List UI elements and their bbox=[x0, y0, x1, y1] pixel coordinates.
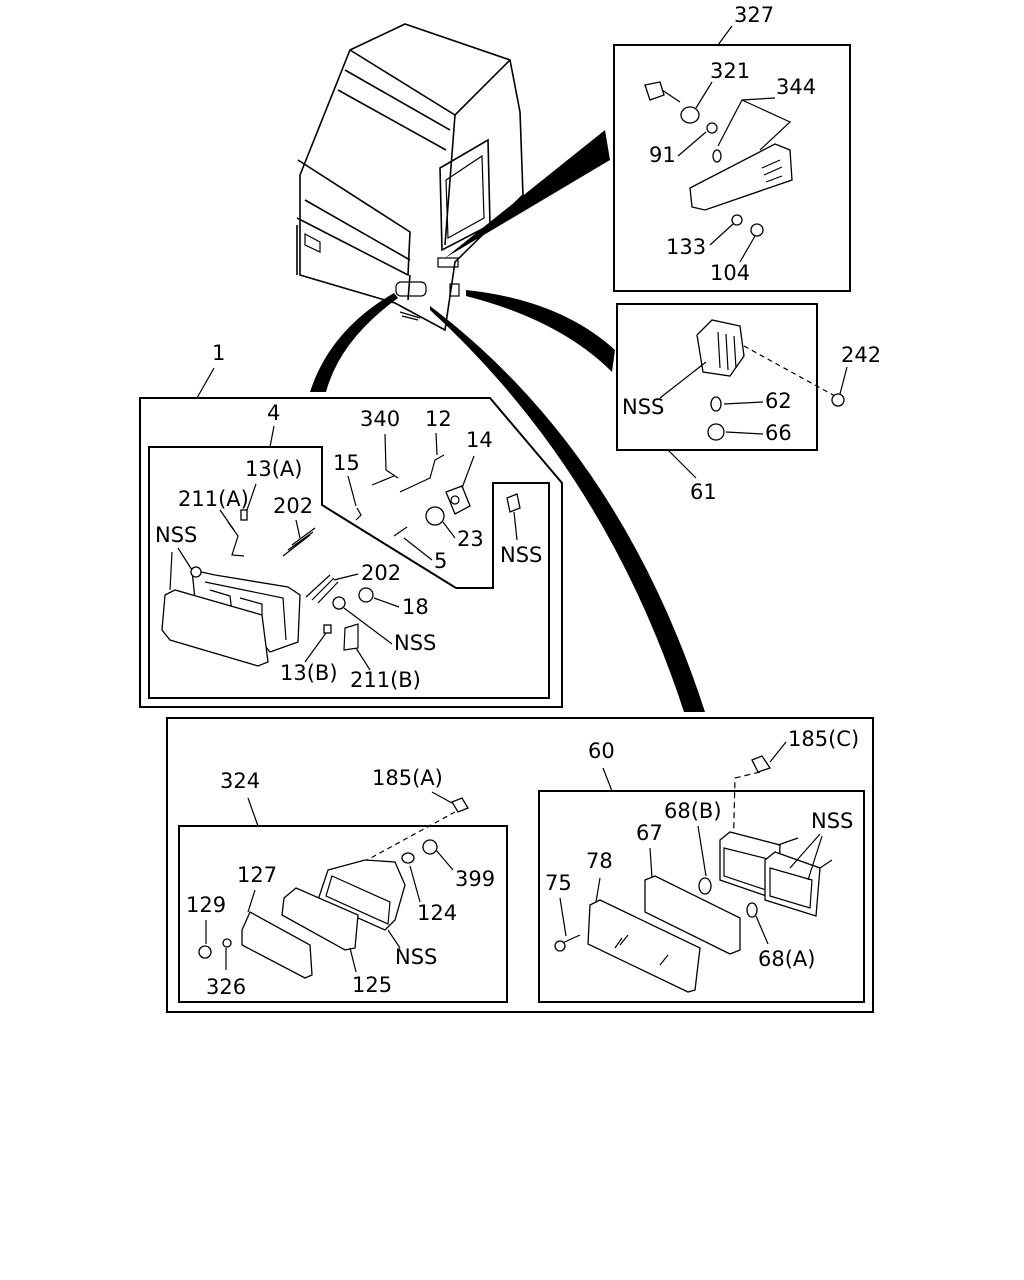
label-nss-marker: NSS bbox=[622, 395, 664, 419]
box-61-marker-lamp: 242 NSS 62 66 61 bbox=[616, 303, 881, 504]
label-23: 23 bbox=[457, 527, 484, 551]
label-5: 5 bbox=[434, 549, 447, 573]
label-324: 324 bbox=[220, 769, 260, 793]
leader-swoosh-61 bbox=[466, 290, 615, 372]
label-15: 15 bbox=[333, 451, 360, 475]
label-91: 91 bbox=[649, 143, 676, 167]
label-399: 399 bbox=[455, 867, 495, 891]
label-nss-nut: NSS bbox=[394, 631, 436, 655]
label-327: 327 bbox=[734, 3, 774, 27]
box-1-headlamp: 1 4 340 12 14 15 13(A) bbox=[139, 341, 563, 708]
label-13a: 13(A) bbox=[245, 457, 302, 481]
label-62: 62 bbox=[765, 389, 792, 413]
label-14: 14 bbox=[466, 428, 493, 452]
label-321: 321 bbox=[710, 59, 750, 83]
label-66: 66 bbox=[765, 421, 792, 445]
label-78: 78 bbox=[586, 849, 613, 873]
label-18: 18 bbox=[402, 595, 429, 619]
label-67: 67 bbox=[636, 821, 663, 845]
label-60: 60 bbox=[588, 739, 615, 763]
label-104: 104 bbox=[710, 261, 750, 285]
leader-swoosh-1 bbox=[310, 293, 398, 392]
label-340: 340 bbox=[360, 407, 400, 431]
box-327-side-marker: 327 321 344 91 133 104 bbox=[613, 3, 851, 292]
box-lower-fog-turn: 324 185(A) 127 129 399 124 NSS 326 125 6… bbox=[166, 717, 874, 1013]
label-127: 127 bbox=[237, 863, 277, 887]
label-1: 1 bbox=[212, 341, 225, 365]
label-202b: 202 bbox=[361, 561, 401, 585]
label-4: 4 bbox=[267, 401, 280, 425]
label-68b: 68(B) bbox=[664, 799, 722, 823]
label-nss-lamp: NSS bbox=[155, 523, 197, 547]
label-125: 125 bbox=[352, 973, 392, 997]
label-12: 12 bbox=[425, 407, 452, 431]
label-242: 242 bbox=[841, 343, 881, 367]
label-129: 129 bbox=[186, 893, 226, 917]
label-61: 61 bbox=[690, 480, 717, 504]
label-202a: 202 bbox=[273, 494, 313, 518]
label-185c: 185(C) bbox=[788, 727, 859, 751]
label-211b: 211(B) bbox=[350, 668, 421, 692]
label-75: 75 bbox=[545, 871, 572, 895]
leader-swoosh-327 bbox=[445, 130, 610, 258]
label-185a: 185(A) bbox=[372, 766, 443, 790]
label-68a: 68(A) bbox=[758, 947, 815, 971]
label-211a: 211(A) bbox=[178, 487, 249, 511]
truck-cab-illustration bbox=[296, 23, 524, 332]
label-nss-bulb: NSS bbox=[500, 543, 542, 567]
label-344: 344 bbox=[776, 75, 816, 99]
label-nss-turn: NSS bbox=[811, 809, 853, 833]
label-nss-fog: NSS bbox=[395, 945, 437, 969]
label-124: 124 bbox=[417, 901, 457, 925]
label-13b: 13(B) bbox=[280, 661, 338, 685]
label-133: 133 bbox=[666, 235, 706, 259]
leader-swoosh-lower bbox=[430, 306, 705, 712]
label-326: 326 bbox=[206, 975, 246, 999]
